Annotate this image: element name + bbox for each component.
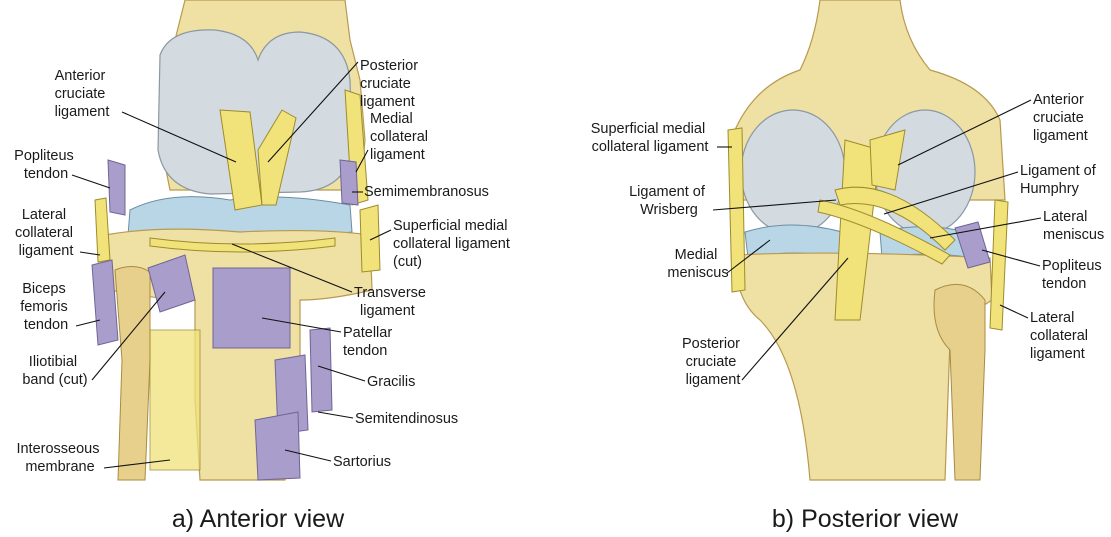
label-a-semitendinosus: Semitendinosus <box>355 411 458 427</box>
label-a-transverse: Transverse ligament <box>354 285 430 319</box>
label-a-sartorius: Sartorius <box>333 454 391 470</box>
label-a-popliteus: Popliteus tendon <box>14 148 78 182</box>
fibula <box>115 266 150 480</box>
label-a-iliotibial: Iliotibial band (cut) <box>22 354 87 388</box>
lateral-collateral-ligament-b <box>990 200 1008 330</box>
label-b-superficial-medial: Superficial medial collateral ligament <box>591 121 709 155</box>
caption-anterior-view: a) Anterior view <box>172 505 345 533</box>
medial-condyle-cartilage <box>741 110 845 234</box>
label-a-patellar: Patellar tendon <box>343 325 396 359</box>
gracilis-tendon <box>310 328 332 412</box>
lateral-collateral-ligament <box>95 198 110 262</box>
superficial-medial-collateral-b <box>728 128 745 292</box>
label-b-popliteus: Popliteus tendon <box>1042 258 1106 292</box>
label-b-anterior-cruciate: Anterior cruciate ligament <box>1033 92 1088 144</box>
label-a-biceps-femoris: Biceps femoris tendon <box>20 281 72 333</box>
label-a-interosseous: Interosseous membrane <box>16 441 103 475</box>
label-a-lateral-collateral: Lateral collateral ligament <box>15 207 77 259</box>
caption-posterior-view: b) Posterior view <box>772 505 959 533</box>
leader-a-popliteus <box>72 175 110 188</box>
superficial-medial-collateral-cut <box>360 205 380 272</box>
patellar-tendon <box>213 268 290 348</box>
label-b-medial-meniscus: Medial meniscus <box>667 247 728 281</box>
sartorius-tendon <box>255 412 300 480</box>
semimembranosus-tendon <box>340 160 358 205</box>
label-b-posterior-cruciate: Posterior cruciate ligament <box>682 336 744 388</box>
label-a-semimembranosus: Semimembranosus <box>364 184 489 200</box>
anterior-view-illustration <box>92 0 380 480</box>
popliteus-tendon <box>108 160 125 215</box>
label-b-humphry: Ligament of Humphry <box>1020 163 1100 197</box>
label-a-gracilis: Gracilis <box>367 374 415 390</box>
leader-b-lateral-collateral <box>1000 305 1028 318</box>
leader-a-lateral-collateral <box>80 252 100 255</box>
interosseous-membrane <box>150 330 200 470</box>
leader-a-semitendinosus <box>318 412 353 418</box>
label-b-lateral-collateral: Lateral collateral ligament <box>1030 310 1092 362</box>
label-a-superficial-medial-cut: Superficial medial collateral ligament (… <box>393 218 514 270</box>
label-a-posterior-cruciate: Posterior cruciate ligament <box>360 58 422 110</box>
label-b-lateral-meniscus: Lateral meniscus <box>1043 209 1104 243</box>
label-a-anterior-cruciate: Anterior cruciate ligament <box>55 68 110 120</box>
label-b-wrisberg: Ligament of Wrisberg <box>629 184 709 218</box>
label-a-medial-collateral: Medial collateral ligament <box>370 111 432 163</box>
